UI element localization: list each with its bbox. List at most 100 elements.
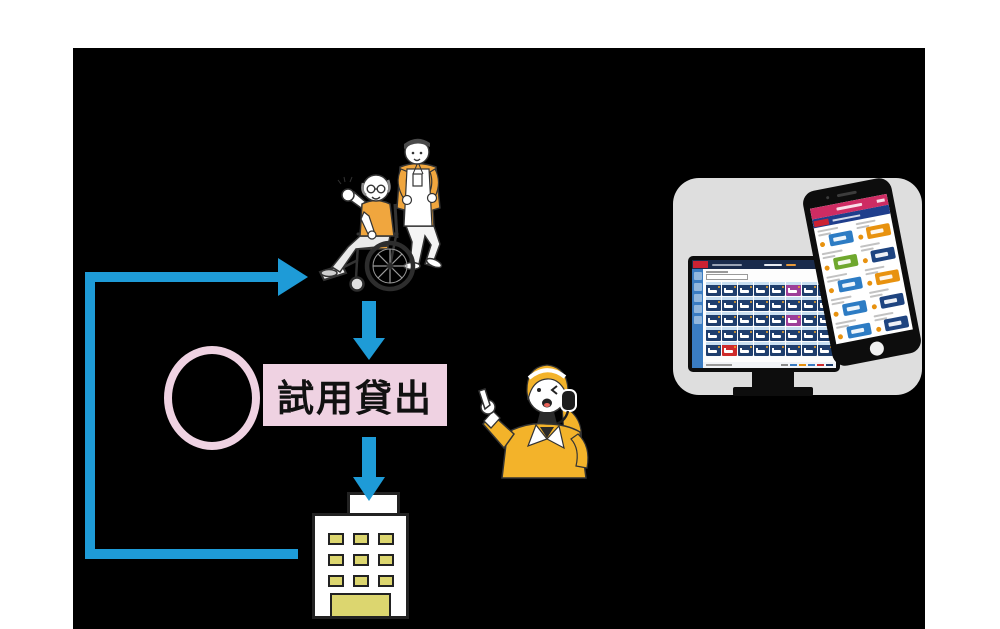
- phone-speaker: [836, 190, 857, 198]
- bed-icon: [724, 335, 733, 338]
- building-window: [328, 533, 344, 545]
- legend-mark: [817, 364, 824, 366]
- monitor-header-text-placeholder: [712, 263, 742, 266]
- status-dot-icon: [782, 286, 784, 288]
- status-dot-icon: [798, 316, 800, 318]
- status-dot-icon: [782, 316, 784, 318]
- monitor-bed-card: [770, 282, 785, 296]
- monitor-bed-card: [706, 297, 721, 311]
- bed-icon: [708, 320, 717, 323]
- building-window: [378, 554, 394, 566]
- bed-icon: [804, 335, 813, 338]
- monitor-stand-neck: [752, 372, 794, 387]
- card-glyph-icon: [883, 297, 898, 304]
- monitor-bed-card: [754, 342, 769, 356]
- bed-icon: [740, 320, 749, 323]
- building-door: [330, 593, 391, 616]
- card-glyph-icon: [850, 327, 864, 335]
- wheelchair-wheels: [349, 240, 416, 292]
- status-chip-icon: [861, 257, 868, 264]
- return-arrow-vertical: [85, 272, 95, 559]
- status-chip-icon: [875, 326, 882, 333]
- status-dot-icon: [734, 331, 736, 333]
- bed-icon: [820, 350, 829, 353]
- return-arrow-bottom: [85, 549, 298, 559]
- monitor-bed-card: [722, 327, 737, 341]
- status-dot-icon: [782, 301, 784, 303]
- monitor-bed-card: [706, 342, 721, 356]
- status-dot-icon: [718, 346, 720, 348]
- status-dot-icon: [798, 301, 800, 303]
- bed-icon: [756, 290, 765, 293]
- bed-icon: [820, 320, 829, 323]
- status-dot-icon: [814, 286, 816, 288]
- return-arrow-top: [85, 272, 280, 282]
- monitor-bed-card: [786, 312, 801, 326]
- bed-icon: [740, 305, 749, 308]
- building-window: [328, 575, 344, 587]
- status-chip-icon: [819, 241, 826, 248]
- monitor-bed-card: [738, 282, 753, 296]
- monitor-card-grid: [706, 282, 833, 356]
- desktop-monitor: [688, 256, 840, 372]
- status-dot-icon: [814, 301, 816, 303]
- status-dot-icon: [766, 316, 768, 318]
- legend-mark: [790, 364, 797, 366]
- bed-icon: [804, 320, 813, 323]
- building-windows: [328, 533, 394, 587]
- bed-icon: [804, 350, 813, 353]
- monitor-bed-card: [802, 327, 817, 341]
- bed-icon: [772, 320, 781, 323]
- monitor-bed-card: [738, 342, 753, 356]
- monitor-bed-card: [738, 312, 753, 326]
- bed-icon: [756, 305, 765, 308]
- bed-icon: [820, 335, 829, 338]
- building-window: [378, 575, 394, 587]
- monitor-bed-card: [738, 327, 753, 341]
- phone-status-card: [836, 276, 863, 293]
- phone-status-card: [879, 292, 905, 309]
- monitor-bed-card: [754, 297, 769, 311]
- monitor-content: [703, 269, 836, 368]
- monitor-bed-card: [770, 312, 785, 326]
- trial-loan-label: 試用貸出: [263, 364, 447, 426]
- bed-icon: [804, 290, 813, 293]
- status-chip-icon: [828, 287, 835, 294]
- monitor-app-header: [692, 260, 836, 269]
- bed-icon: [772, 335, 781, 338]
- monitor-bed-card: [706, 312, 721, 326]
- status-dot-icon: [750, 286, 752, 288]
- monitor-legend-marks: [781, 364, 833, 366]
- bed-icon: [724, 320, 733, 323]
- monitor-sidebar-button: [693, 283, 702, 291]
- monitor-bed-card: [754, 282, 769, 296]
- status-dot-icon: [734, 316, 736, 318]
- status-dot-icon: [814, 346, 816, 348]
- phone-status-card: [827, 230, 854, 248]
- office-building: [312, 513, 409, 619]
- bed-icon: [708, 335, 717, 338]
- phone-camera-icon: [825, 195, 830, 200]
- monitor-bed-card: [754, 312, 769, 326]
- monitor-sidebar: [692, 269, 703, 368]
- monitor-stand-base: [733, 387, 813, 396]
- trial-highlight-circle: [164, 346, 260, 450]
- monitor-bed-card: [722, 312, 737, 326]
- monitor-bed-card: [722, 297, 737, 311]
- wheelchair-scene-illustration: [318, 138, 443, 292]
- bed-icon: [756, 320, 765, 323]
- phone-status-card: [832, 253, 859, 270]
- bed-icon: [740, 335, 749, 338]
- status-dot-icon: [782, 346, 784, 348]
- card-glyph-icon: [841, 281, 855, 289]
- monitor-bed-card: [722, 342, 737, 356]
- status-dot-icon: [734, 346, 736, 348]
- building-window: [378, 533, 394, 545]
- monitor-status-bar: [703, 362, 836, 368]
- bed-icon: [788, 320, 797, 323]
- building-window: [353, 533, 369, 545]
- status-dot-icon: [798, 331, 800, 333]
- monitor-sidebar-button: [693, 272, 702, 280]
- status-dot-icon: [734, 301, 736, 303]
